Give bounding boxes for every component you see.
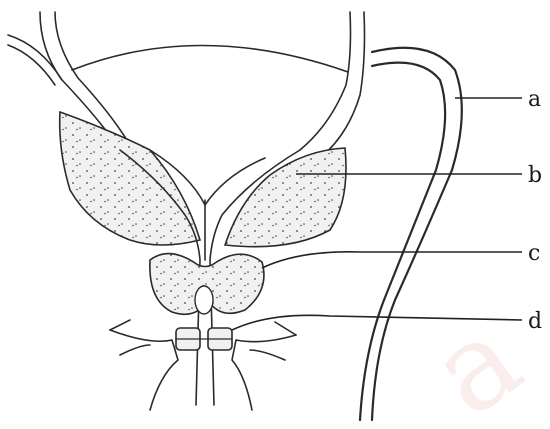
pelvic-floor-right [232,335,296,410]
vesicle-left [60,112,200,245]
prostate-lumen [195,286,213,314]
label-c: c [528,241,540,266]
left-vessel [8,35,62,80]
watermark-glyph: a [407,289,545,429]
bladder-outline [72,45,348,72]
watermark: a [407,289,545,429]
pelvic-floor-left [110,330,178,410]
leader-c [262,252,522,268]
right-ureter [300,12,351,150]
vesicle-right [225,148,346,247]
label-d: d [528,309,542,334]
left-vessel-2 [8,45,55,85]
label-a: a [528,87,541,112]
right-ureter-inner [320,12,365,158]
pelvic-floor-right-tip [275,322,296,335]
pelvic-floor-left-tip [110,320,130,330]
label-b: b [528,163,542,188]
